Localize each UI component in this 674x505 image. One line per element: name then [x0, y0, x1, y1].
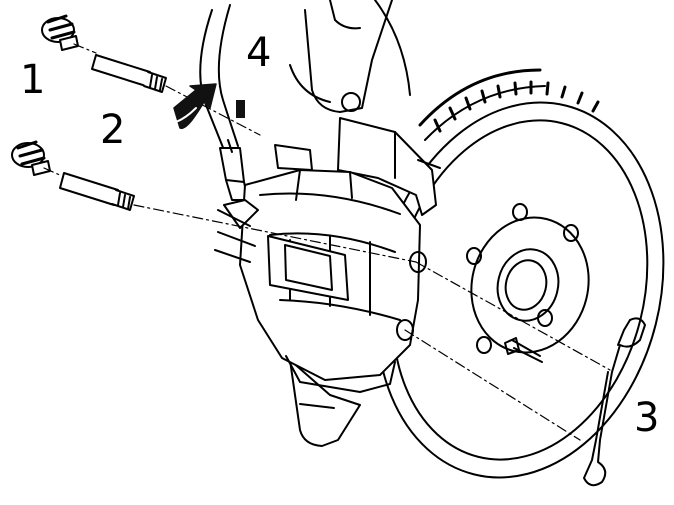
guide-pin-upper: [91, 54, 167, 93]
callout-1: 1: [20, 57, 46, 103]
hose-leader: [227, 139, 233, 153]
callout-4: 4: [246, 30, 272, 76]
hose-clip: [236, 100, 245, 118]
anti-rattle-spring: [583, 317, 646, 487]
steering-knuckle: [289, 0, 411, 113]
guide-pin-cap-lower: [11, 140, 51, 176]
alignment-lines: [43, 43, 611, 441]
brake-disc: [375, 68, 665, 479]
guide-pin-cap-upper: [41, 14, 79, 51]
removal-arrow-icon: [173, 83, 217, 130]
callout-3: 3: [634, 395, 660, 441]
callout-2: 2: [100, 107, 126, 153]
guide-pin-lower: [59, 172, 135, 211]
caliper-housing: [214, 144, 427, 393]
